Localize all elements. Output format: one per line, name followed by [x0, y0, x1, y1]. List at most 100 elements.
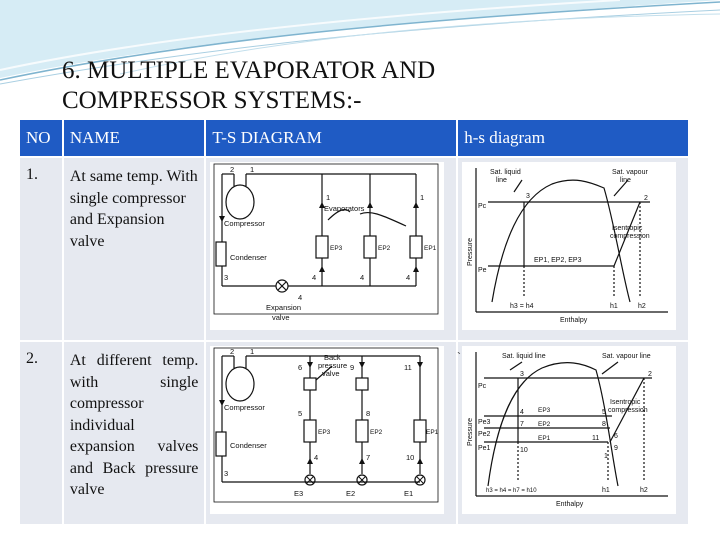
- hs1-h3h4-label: h3 = h4: [510, 303, 534, 310]
- hs-diagram-cell: Sat. liquid line Sat. vapour line Isentr…: [456, 340, 690, 526]
- hs2-point-10: 10: [520, 447, 528, 454]
- hs-diagram-1: Sat. liquid line Sat. vapour line Isentr…: [462, 162, 677, 330]
- hs1-sat-vapour-label2: line: [620, 177, 631, 184]
- hs2-ep3-label: EP3: [538, 407, 551, 414]
- hs2-point-1: 1: [604, 453, 608, 460]
- hs2-point-7: 7: [520, 421, 524, 428]
- ts-diagram-cell: 2 1 6 9 11 Back pressure valve Compresso…: [204, 340, 459, 526]
- hs2-isentropic-label: Isentropic: [610, 399, 641, 406]
- ts2-ep3-label: EP3: [318, 429, 331, 436]
- hs2-sat-liquid-label: Sat. liquid line: [502, 353, 546, 360]
- ts2-point-2: 2: [230, 347, 234, 356]
- hs2-point-6: 6: [614, 433, 618, 440]
- hs2-ep1-label: EP1: [538, 435, 551, 442]
- ts2-e3-label: E3: [294, 489, 303, 498]
- ts2-point-11: 11: [404, 363, 412, 372]
- hs2-point-9: 9: [614, 445, 618, 452]
- slide-title-line1: 6. MULTIPLE EVAPORATOR AND: [62, 57, 436, 84]
- ts2-point-9: 9: [350, 363, 354, 372]
- hs1-pe-label: Pe: [478, 267, 487, 274]
- hs2-sat-vapour-label: Sat. vapour line: [602, 353, 651, 360]
- row-name: At same temp. With single compressor and…: [61, 156, 207, 342]
- hs2-compression-label: compression: [608, 407, 648, 414]
- header-no: NO: [18, 118, 64, 158]
- ts2-condenser-label: Condenser: [230, 441, 267, 450]
- ts2-point-10: 10: [406, 453, 414, 462]
- ts2-point-6: 6: [298, 363, 302, 372]
- hs2-point-3: 3: [520, 371, 524, 378]
- hs2-h1-label: h1: [602, 487, 610, 494]
- hs2-pressure-label: Pressure: [467, 418, 474, 446]
- hs1-point-2: 2: [644, 195, 648, 202]
- ts2-valve-label: valve: [322, 369, 340, 378]
- ts2-e1-label: E1: [404, 489, 413, 498]
- ts1-expansion-label: Expansion: [266, 303, 301, 312]
- table-header-row: NO NAME T-S DIAGRAM h-s diagram: [18, 118, 690, 158]
- ts1-point-2: 2: [230, 165, 234, 174]
- ts2-point-5: 5: [298, 409, 302, 418]
- hs2-pe2-label: Pe2: [478, 431, 491, 438]
- ts1-point-4d: 4: [298, 293, 302, 302]
- ts1-condenser-label: Condenser: [230, 253, 267, 262]
- ts2-point-1: 1: [250, 347, 254, 356]
- ts1-point-3: 3: [224, 273, 228, 282]
- ts1-ep3-label: EP3: [330, 245, 343, 252]
- hs-diagram-2: Sat. liquid line Sat. vapour line Isentr…: [462, 346, 677, 514]
- ts2-point-3: 3: [224, 469, 228, 478]
- header-name: NAME: [61, 118, 207, 158]
- hs2-enthalpy-label: Enthalpy: [556, 501, 584, 508]
- header-hs-diagram: h-s diagram: [456, 118, 690, 158]
- table-row: 1. At same temp. With single compressor …: [18, 156, 690, 342]
- systems-table: NO NAME T-S DIAGRAM h-s diagram 1. At sa…: [18, 118, 690, 526]
- header-swoosh-decoration: [0, 0, 720, 85]
- ts1-evaporators-label: Evaporators: [324, 204, 365, 213]
- ts-diagram-1: 2 1 1 1 Compressor Evaporators Condenser…: [210, 162, 445, 330]
- slide-title: 6. MULTIPLE EVAPORATOR AND COMPRESSOR SY…: [62, 56, 682, 116]
- ts2-compressor-label: Compressor: [224, 403, 265, 412]
- hs1-sat-liquid-label2: line: [496, 177, 507, 184]
- row-number: 1.: [18, 156, 64, 342]
- ts1-ep2-label: EP2: [378, 245, 391, 252]
- hs1-pc-label: Pc: [478, 203, 487, 210]
- hs2-pe1-label: Pe1: [478, 445, 491, 452]
- hs2-heq-label: h3 = h4 = h7 = h10: [486, 488, 537, 494]
- hs1-ep-label: EP1, EP2, EP3: [534, 257, 582, 264]
- hs-diagram-cell: Sat. liquid line Sat. vapour line Isentr…: [456, 156, 690, 342]
- ts2-pressure-label: pressure: [318, 361, 347, 370]
- ts1-ep1-label: EP1: [424, 245, 437, 252]
- hs2-point-4: 4: [520, 409, 524, 416]
- hs2-point-8: 8: [602, 421, 606, 428]
- ts1-point-4a: 4: [312, 273, 316, 282]
- ts1-valve-label: valve: [272, 313, 290, 322]
- ts1-point-1a: 1: [250, 165, 254, 174]
- ts2-point-7: 7: [366, 453, 370, 462]
- ts1-point-4b: 4: [360, 273, 364, 282]
- hs1-sat-liquid-label: Sat. liquid: [490, 169, 521, 176]
- table-row: 2. At different temp. with single compre…: [18, 340, 690, 526]
- hs2-pc-label: Pc: [478, 383, 487, 390]
- row-name: At different temp. with single compresso…: [61, 340, 207, 526]
- hs2-pe3-label: Pe3: [478, 419, 491, 426]
- ts2-ep1-label: EP1: [426, 429, 439, 436]
- hs1-h1-label: h1: [610, 303, 618, 310]
- ts1-compressor-label: Compressor: [224, 219, 265, 228]
- ts2-point-4: 4: [314, 453, 318, 462]
- ts2-point-8: 8: [366, 409, 370, 418]
- hs2-h2-label: h2: [640, 487, 648, 494]
- hs1-h2-label: h2: [638, 303, 646, 310]
- hs1-enthalpy-label: Enthalpy: [560, 317, 588, 324]
- hs1-compression-label: compression: [610, 233, 650, 240]
- hs1-sat-vapour-label: Sat. vapour: [612, 169, 648, 176]
- ts2-e2-label: E2: [346, 489, 355, 498]
- hs1-point-3: 3: [526, 193, 530, 200]
- hs2-point-2: 2: [648, 371, 652, 378]
- slide-title-line2: COMPRESSOR SYSTEMS:-: [62, 87, 362, 114]
- ts2-ep2-label: EP2: [370, 429, 383, 436]
- hs2-point-5: 5: [602, 409, 606, 416]
- header-ts-diagram: T-S DIAGRAM: [204, 118, 459, 158]
- stray-backtick-mark: `: [457, 350, 461, 364]
- row-number: 2.: [18, 340, 64, 526]
- ts1-point-1c: 1: [420, 193, 424, 202]
- hs1-isentropic-label: Isentropic: [612, 225, 643, 232]
- ts2-back-label: Back: [324, 353, 341, 362]
